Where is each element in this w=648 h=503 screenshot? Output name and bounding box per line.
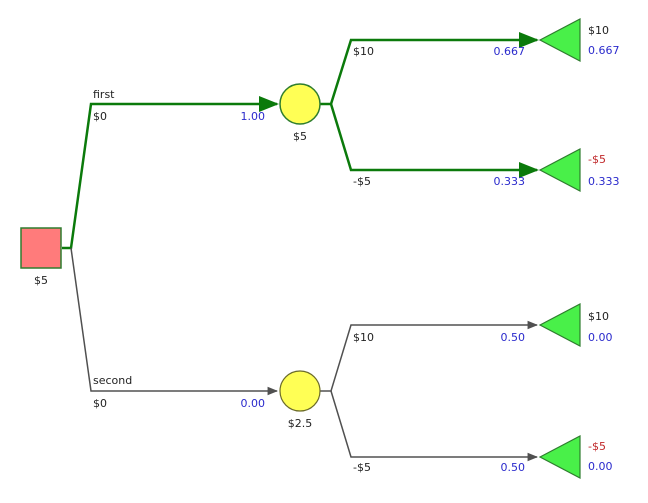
outcome-first-1-payoff: $10 [353,45,374,58]
branch-first-probability: 1.00 [241,110,266,123]
terminal-node-first-2[interactable] [538,148,581,192]
outcome-second-1-line[interactable] [320,320,539,392]
chance-node-second-value: $2.5 [288,417,313,430]
terminal-first-2-probability: 0.333 [588,175,620,188]
decision-node[interactable] [20,227,62,269]
outcome-first-2-probability: 0.333 [494,175,526,188]
terminal-node-second-2[interactable] [538,435,581,479]
chance-node-first-value: $5 [293,130,307,143]
outcome-second-2-probability: 0.50 [501,461,526,474]
terminal-second-2-probability: 0.00 [588,460,613,473]
outcome-second-1-probability: 0.50 [501,331,526,344]
terminal-second-1-probability: 0.00 [588,331,613,344]
terminal-first-2-value: -$5 [588,153,606,166]
branch-second-line[interactable] [70,247,279,396]
branch-first-payoff: $0 [93,110,107,123]
chance-node-second[interactable] [279,370,321,412]
branch-second-name: second [93,374,132,387]
terminal-first-1-value: $10 [588,24,609,37]
outcome-second-2-line[interactable] [330,390,539,462]
outcome-first-1-line[interactable] [320,32,539,106]
terminal-first-1-probability: 0.667 [588,44,620,57]
terminal-node-first-1[interactable] [538,18,581,62]
branch-second-probability: 0.00 [241,397,266,410]
outcome-second-2-payoff: -$5 [353,461,371,474]
outcome-first-2-line[interactable] [329,103,539,178]
decision-node-value: $5 [34,274,48,287]
terminal-node-second-1[interactable] [538,303,581,347]
terminal-second-1-value: $10 [588,310,609,323]
branch-first-name: first [93,88,115,101]
outcome-first-1-probability: 0.667 [494,45,526,58]
outcome-first-2-payoff: -$5 [353,175,371,188]
chance-node-first[interactable] [279,83,321,125]
terminal-second-2-value: -$5 [588,440,606,453]
outcome-second-1-payoff: $10 [353,331,374,344]
branch-first-line[interactable] [62,96,279,250]
branch-second-payoff: $0 [93,397,107,410]
